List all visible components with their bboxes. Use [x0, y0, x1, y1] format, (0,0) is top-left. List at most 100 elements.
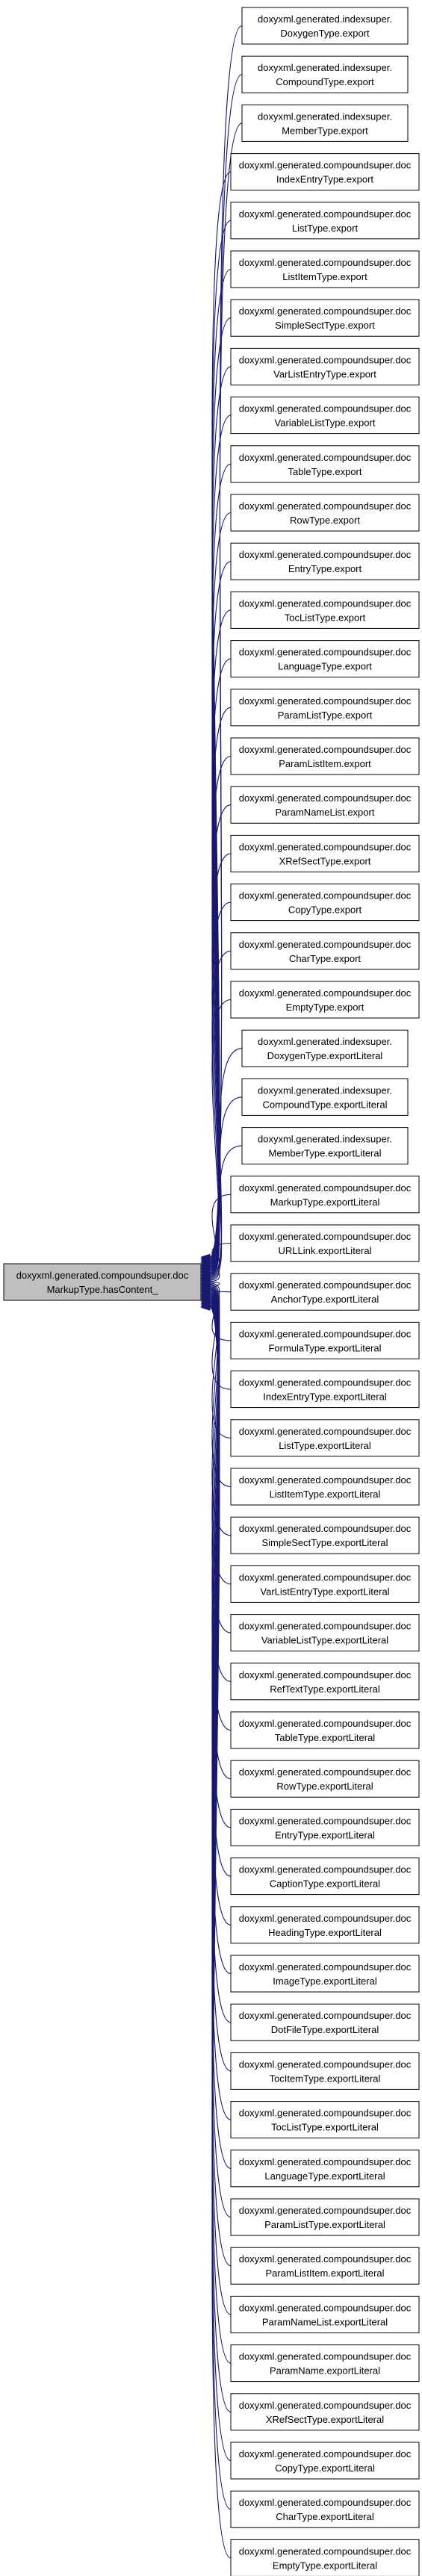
caller-node[interactable]: doxyxml.generated.compoundsuper.docCopyT… — [230, 2442, 420, 2480]
caller-node[interactable]: doxyxml.generated.compoundsuper.docVarLi… — [230, 1565, 420, 1603]
caller-node-box — [230, 1711, 420, 1749]
caller-node-line2: DoxygenType.exportLiteral — [267, 1050, 383, 1061]
caller-node-box — [230, 1468, 420, 1506]
caller-node-box — [230, 1273, 420, 1311]
caller-node[interactable]: doxyxml.generated.compoundsuper.docLangu… — [230, 640, 420, 678]
caller-node[interactable]: doxyxml.generated.compoundsuper.docTable… — [230, 1711, 420, 1749]
caller-node[interactable]: doxyxml.generated.compoundsuper.docSimpl… — [230, 1516, 420, 1554]
caller-node-line1: doxyxml.generated.indexsuper. — [258, 1036, 392, 1047]
caller-node[interactable]: doxyxml.generated.compoundsuper.docVaria… — [230, 397, 420, 435]
caller-node-box — [230, 2150, 420, 2188]
caller-node[interactable]: doxyxml.generated.compoundsuper.docRowTy… — [230, 1760, 420, 1798]
caller-node-line1: doxyxml.generated.compoundsuper.doc — [239, 1182, 412, 1194]
caller-node[interactable]: doxyxml.generated.compoundsuper.docTocLi… — [230, 2101, 420, 2139]
caller-node[interactable]: doxyxml.generated.compoundsuper.docParam… — [230, 2247, 420, 2285]
caller-node[interactable]: doxyxml.generated.compoundsuper.docRefTe… — [230, 1663, 420, 1701]
caller-node[interactable]: doxyxml.generated.compoundsuper.docFormu… — [230, 1321, 420, 1359]
caller-node-box — [230, 250, 420, 288]
caller-node-line1: doxyxml.generated.compoundsuper.doc — [239, 1571, 412, 1583]
caller-node-line2: AnchorType.exportLiteral — [271, 1294, 379, 1305]
caller-node-box — [230, 2052, 420, 2090]
caller-node-box — [230, 981, 420, 1019]
caller-node[interactable]: doxyxml.generated.compoundsuper.docParam… — [230, 786, 420, 824]
caller-node[interactable]: doxyxml.generated.compoundsuper.docIndex… — [230, 153, 420, 191]
caller-node-line1: doxyxml.generated.compoundsuper.doc — [239, 647, 412, 658]
caller-node[interactable]: doxyxml.generated.compoundsuper.docCopyT… — [230, 884, 420, 922]
caller-node-box — [230, 834, 420, 872]
caller-node[interactable]: doxyxml.generated.indexsuper.CompoundTyp… — [241, 1078, 409, 1116]
caller-node[interactable]: doxyxml.generated.compoundsuper.docTable… — [230, 445, 420, 483]
caller-node[interactable]: doxyxml.generated.compoundsuper.docTocLi… — [230, 591, 420, 629]
caller-node[interactable]: doxyxml.generated.compoundsuper.docListT… — [230, 1419, 420, 1457]
caller-node-line2: ParamNameList.export — [276, 807, 375, 818]
caller-node-line2: XRefSectType.exportLiteral — [266, 2414, 384, 2425]
caller-node-line1: doxyxml.generated.compoundsuper.doc — [239, 1913, 412, 1924]
caller-node-line2: RowType.exportLiteral — [276, 1781, 373, 1792]
caller-node[interactable]: doxyxml.generated.compoundsuper.docTocIt… — [230, 2052, 420, 2090]
caller-node[interactable]: doxyxml.generated.compoundsuper.docRowTy… — [230, 494, 420, 532]
caller-node[interactable]: doxyxml.generated.compoundsuper.docMarku… — [230, 1176, 420, 1214]
caller-node[interactable]: doxyxml.generated.compoundsuper.docURLLi… — [230, 1224, 420, 1262]
caller-node-line1: doxyxml.generated.indexsuper. — [258, 62, 392, 73]
root-node[interactable]: doxyxml.generated.compoundsuper.doc Mark… — [3, 1263, 202, 1301]
caller-node[interactable]: doxyxml.generated.compoundsuper.docParam… — [230, 2344, 420, 2383]
caller-node[interactable]: doxyxml.generated.compoundsuper.docHeadi… — [230, 1906, 420, 1944]
caller-node[interactable]: doxyxml.generated.compoundsuper.docListI… — [230, 1468, 420, 1506]
caller-node[interactable]: doxyxml.generated.compoundsuper.docVarLi… — [230, 347, 420, 385]
caller-node[interactable]: doxyxml.generated.compoundsuper.docEntry… — [230, 1808, 420, 1846]
caller-node-line1: doxyxml.generated.compoundsuper.doc — [239, 257, 412, 268]
caller-node-line1: doxyxml.generated.compoundsuper.doc — [239, 549, 412, 560]
caller-node-line2: URLLink.exportLiteral — [278, 1245, 371, 1256]
root-node-line2: MarkupType.hasContent_ — [47, 1284, 159, 1295]
caller-node-box — [230, 1663, 420, 1701]
caller-node-box — [230, 2393, 420, 2431]
caller-node-box — [230, 347, 420, 385]
caller-node[interactable]: doxyxml.generated.compoundsuper.docParam… — [230, 2295, 420, 2333]
caller-node-line1: doxyxml.generated.compoundsuper.doc — [239, 2351, 412, 2362]
caller-node[interactable]: doxyxml.generated.compoundsuper.docAncho… — [230, 1273, 420, 1311]
caller-node-line2: RowType.export — [290, 515, 360, 526]
caller-node[interactable]: doxyxml.generated.compoundsuper.docImage… — [230, 1955, 420, 1993]
caller-node-line2: ListItemType.exportLiteral — [270, 1489, 381, 1500]
caller-node[interactable]: doxyxml.generated.indexsuper. CompoundTyp… — [241, 55, 409, 93]
caller-node[interactable]: doxyxml.generated.compoundsuper.docDotFi… — [230, 2003, 420, 2041]
caller-node[interactable]: doxyxml.generated.indexsuper.MemberType.… — [241, 1127, 409, 1165]
caller-node-box — [230, 2442, 420, 2480]
caller-node-line2: EntryType.export — [288, 563, 362, 574]
caller-node[interactable]: doxyxml.generated.compoundsuper.docListI… — [230, 250, 420, 288]
caller-node[interactable]: doxyxml.generated.indexsuper. DoxygenType… — [241, 1029, 409, 1067]
caller-node[interactable]: doxyxml.generated.compoundsuper.docCapti… — [230, 1857, 420, 1896]
caller-node[interactable]: doxyxml.generated.compoundsuper.docParam… — [230, 2198, 420, 2236]
caller-node[interactable]: doxyxml.generated.compoundsuper.docListT… — [230, 202, 420, 240]
caller-node-line1: doxyxml.generated.compoundsuper.doc — [239, 1328, 412, 1339]
caller-node-line2: CompoundType.export — [276, 76, 374, 87]
caller-node-box — [230, 1906, 420, 1944]
caller-node-line2: FormulaType.exportLiteral — [268, 1342, 381, 1353]
caller-node[interactable]: doxyxml.generated.indexsuper.MemberType.… — [241, 104, 409, 142]
caller-node-box — [230, 786, 420, 824]
caller-node[interactable]: doxyxml.generated.indexsuper.DoxygenType… — [241, 7, 409, 45]
caller-node[interactable]: doxyxml.generated.compoundsuper.docEmpty… — [230, 2539, 420, 2576]
caller-node[interactable]: doxyxml.generated.compoundsuper.docEntry… — [230, 542, 420, 580]
caller-node-line1: doxyxml.generated.compoundsuper.doc — [239, 1621, 412, 1632]
caller-node[interactable]: doxyxml.generated.compoundsuper.docVaria… — [230, 1614, 420, 1652]
caller-node-line2: SimpleSectType.exportLiteral — [261, 1537, 388, 1548]
caller-node[interactable]: doxyxml.generated.compoundsuper.docCharT… — [230, 2490, 420, 2528]
caller-node-line2: ListType.export — [292, 223, 359, 234]
caller-node-line2: LanguageType.exportLiteral — [264, 2170, 385, 2182]
caller-node[interactable]: doxyxml.generated.compoundsuper.docIndex… — [230, 1371, 420, 1409]
caller-node[interactable]: doxyxml.generated.compoundsuper.docParam… — [230, 689, 420, 727]
caller-node[interactable]: doxyxml.generated.compoundsuper.docCharT… — [230, 932, 420, 970]
caller-node-box — [230, 542, 420, 580]
caller-node[interactable]: doxyxml.generated.compoundsuper.docXRefS… — [230, 2393, 420, 2431]
call-edge — [209, 1307, 232, 2559]
caller-node[interactable]: doxyxml.generated.compoundsuper.docLangu… — [230, 2150, 420, 2188]
caller-node-line1: doxyxml.generated.compoundsuper.doc — [239, 2010, 412, 2021]
caller-node[interactable]: doxyxml.generated.compoundsuper.docEmpty… — [230, 981, 420, 1019]
caller-node[interactable]: doxyxml.generated.compoundsuper.docSimpl… — [230, 299, 420, 337]
caller-node[interactable]: doxyxml.generated.compoundsuper.docParam… — [230, 737, 420, 775]
caller-node-line2: CopyType.export — [288, 904, 362, 916]
caller-node-line1: doxyxml.generated.indexsuper. — [258, 13, 392, 25]
caller-node[interactable]: doxyxml.generated.compoundsuper.docXRefS… — [230, 834, 420, 872]
